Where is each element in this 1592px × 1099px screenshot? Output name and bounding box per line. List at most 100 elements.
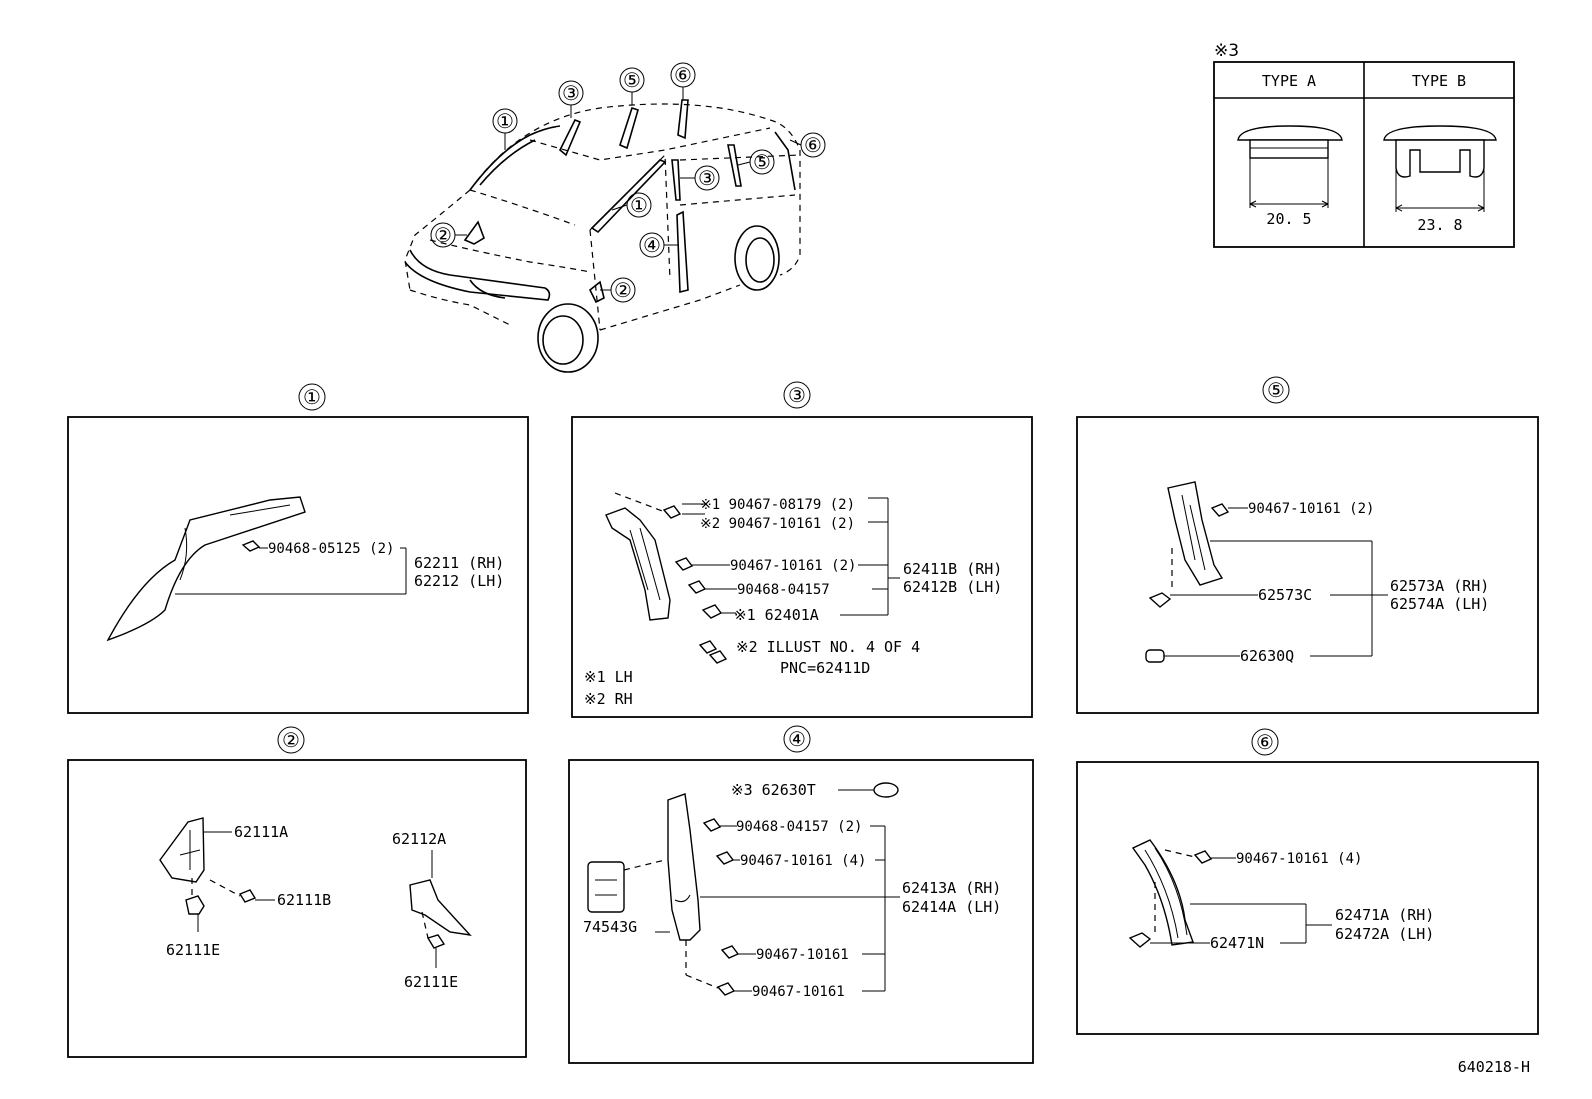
part-62414a: 62414A (LH) (902, 898, 1001, 916)
overview-callouts: ① ③ ⑤ ⑥ ⑥ ⑤ ③ ① ④ ② ② (430, 62, 826, 303)
type-table: ※3 TYPE A TYPE B 20. 5 23. 8 (1213, 41, 1515, 248)
vehicle-overview (404, 99, 801, 373)
part-90467-10161-s4b: 90467-10161 (752, 984, 845, 1000)
type-a-label: TYPE A (1262, 72, 1316, 90)
clip-s3-3 (687, 580, 707, 594)
c-pillar-garnish (1167, 481, 1224, 586)
part-62401a: ※1 62401A (734, 606, 819, 624)
section-5-box (1076, 416, 1539, 714)
part-62212: 62212 (LH) (414, 572, 504, 590)
kick-trim-62111a (159, 817, 205, 883)
section-5-number: ⑤ (1267, 378, 1285, 402)
part-90467-10161-2b: 90467-10161 (2) (730, 558, 856, 574)
part-90467-08179: ※1 90467-08179 (2) (700, 497, 855, 513)
part-62413a: 62413A (RH) (902, 879, 1001, 897)
part-62111e-right: 62111E (404, 973, 458, 991)
clip-s3-6 (708, 650, 728, 664)
part-90468-04157-s4: 90468-04157 (2) (736, 819, 862, 835)
section-4-number: ④ (788, 727, 806, 751)
callout-3b: ③ (698, 166, 716, 190)
callout-3a: ③ (562, 81, 580, 105)
d-pillar-garnish (1131, 839, 1194, 946)
part-90467-10161-s6: 90467-10161 (4) (1236, 851, 1362, 867)
section-4: ④ ※3 62630T 90468-04157 (2) 90467-10161 … (568, 725, 1034, 1064)
part-62573c: 62573C (1258, 586, 1312, 604)
type-a-dimension: 20. 5 (1266, 210, 1311, 228)
clip-s3-1 (662, 505, 682, 519)
clip-62573c (1148, 592, 1172, 608)
callout-5a: ⑤ (623, 68, 641, 92)
b-pillar-lower-garnish (667, 793, 701, 941)
part-62111e-left: 62111E (166, 941, 220, 959)
clip-s6-1 (1193, 850, 1213, 864)
illust-note: ※2 ILLUST NO. 4 OF 4 (736, 638, 920, 656)
part-62630q: 62630Q (1240, 647, 1294, 665)
section-1-number: ① (303, 385, 321, 409)
section-3-box (571, 416, 1033, 718)
part-74543g: 74543G (583, 918, 637, 936)
cap-62630t (873, 782, 899, 798)
part-90468-05125: 90468-05125 (2) (268, 541, 394, 557)
part-62211: 62211 (RH) (414, 554, 504, 572)
clip-type-a-drawing (1237, 125, 1343, 208)
callout-6a: ⑥ (674, 63, 692, 87)
clip-s4-3 (720, 945, 740, 959)
clip-90468-05125 (241, 540, 261, 552)
screw-62111b (238, 889, 257, 903)
section-1: ① 90468-05125 (2) 62211 (RH) 62212 (LH) (67, 383, 529, 714)
part-62411b: 62411B (RH) (903, 560, 1002, 578)
part-62472a: 62472A (LH) (1335, 925, 1434, 943)
clip-62111e-right (426, 934, 446, 949)
section-2-box (67, 759, 527, 1058)
clip-s3-5 (698, 640, 718, 654)
cap-62630q (1145, 649, 1165, 663)
part-62574a: 62574A (LH) (1390, 595, 1489, 613)
legend-lh: ※1 LH (584, 668, 633, 686)
section-3: ③ ※1 90467-08179 (2) ※2 90467-10161 (2) … (571, 381, 1033, 718)
b-pillar-upper-garnish (605, 507, 671, 621)
section-6-box (1076, 761, 1539, 1035)
callout-2b: ② (614, 278, 632, 302)
section-5: ⑤ 90467-10161 (2) 62573C 62630Q 62573A (… (1076, 376, 1539, 714)
section-1-box (67, 416, 529, 714)
part-90467-10161-s5: 90467-10161 (2) (1248, 501, 1374, 517)
callout-1a: ① (496, 109, 514, 133)
clip-s4-2 (715, 851, 735, 865)
seat-belt-cover-74543g (587, 861, 625, 913)
clip-s3-2 (674, 557, 694, 571)
part-62573a: 62573A (RH) (1390, 577, 1489, 595)
part-62471n: 62471N (1210, 934, 1264, 952)
clip-62471n (1128, 932, 1152, 948)
kick-trim-62112a (409, 879, 472, 936)
diagram-code: 640218-H (1458, 1058, 1530, 1076)
type-b-label: TYPE B (1412, 72, 1466, 90)
part-62412b: 62412B (LH) (903, 578, 1002, 596)
type-table-note: ※3 (1214, 41, 1239, 61)
part-90468-04157-s3: 90468-04157 (737, 582, 830, 598)
part-62112a: 62112A (392, 830, 446, 848)
part-90467-10161-s4a: 90467-10161 (756, 947, 849, 963)
section-2-number: ② (282, 728, 300, 752)
part-62630t: ※3 62630T (731, 781, 816, 799)
clip-s5-1 (1210, 503, 1230, 517)
part-90467-10161-4: 90467-10161 (4) (740, 853, 866, 869)
section-6: ⑥ 90467-10161 (4) 62471N 62471A (RH) 624… (1076, 728, 1539, 1035)
callout-2a: ② (434, 223, 452, 247)
callout-1b: ① (630, 193, 648, 217)
section-3-number: ③ (788, 383, 806, 407)
pnc-note: PNC=62411D (780, 659, 870, 677)
section-6-number: ⑥ (1256, 730, 1274, 754)
legend-rh: ※2 RH (584, 690, 633, 708)
type-b-dimension: 23. 8 (1417, 216, 1462, 234)
callout-4: ④ (643, 233, 661, 257)
part-90467-10161-2a: ※2 90467-10161 (2) (700, 516, 855, 532)
clip-62111e-left (185, 895, 205, 915)
callout-5b: ⑤ (753, 150, 771, 174)
part-62471a: 62471A (RH) (1335, 906, 1434, 924)
callout-6b: ⑥ (804, 133, 822, 157)
section-2: ② 62111A 62111B 62111E 62112A 62111E (67, 726, 527, 1058)
clip-type-b-drawing (1383, 125, 1497, 212)
clip-s4-1 (702, 818, 722, 832)
clip-s3-4 (701, 604, 723, 619)
